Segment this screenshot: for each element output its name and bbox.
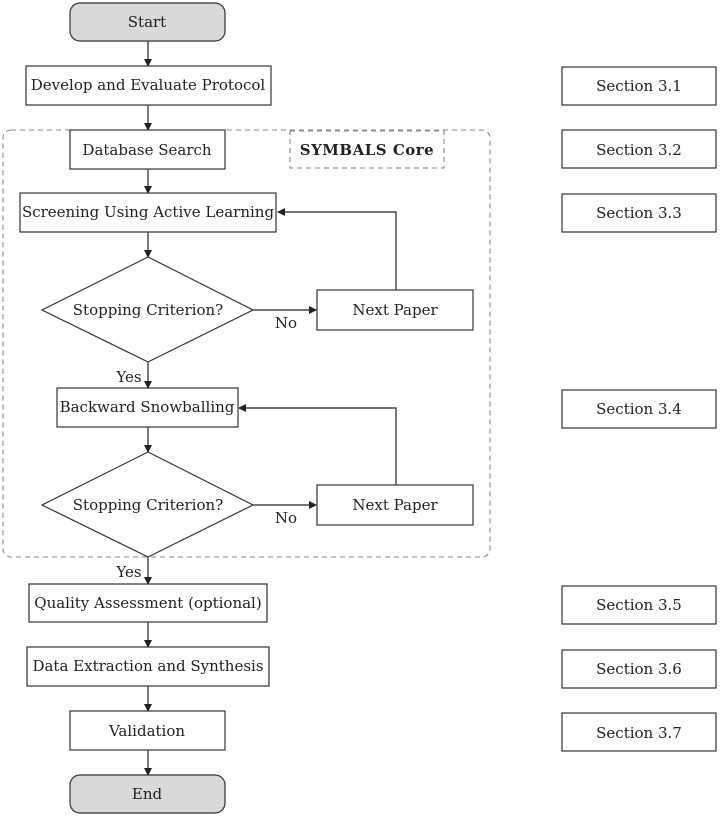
edge-next1-screening (277, 208, 397, 290)
end-node (69, 774, 226, 814)
edge-label-no-1: No (275, 314, 297, 332)
next-paper-1-label: Next Paper (352, 301, 438, 319)
section-3-1-label: Section 3.1 (596, 77, 682, 95)
protocol-node (25, 65, 272, 106)
section-3-3-box (561, 193, 717, 233)
snowballing-node (56, 387, 239, 428)
section-3-7-box (561, 712, 717, 752)
edge-label-yes-1: Yes (115, 368, 141, 386)
search-node (69, 129, 226, 170)
section-3-6-label: Section 3.6 (596, 660, 682, 678)
section-3-2-box (561, 129, 717, 169)
section-3-4-box (561, 389, 717, 429)
start-node (69, 2, 226, 42)
search-node-label: Database Search (82, 141, 211, 159)
symbals-core-label-box (289, 130, 445, 169)
stopping-criterion-2-node (40, 451, 255, 558)
section-3-1-box (561, 66, 717, 106)
snowballing-node-label: Backward Snowballing (60, 398, 235, 416)
next-paper-2-node (316, 484, 474, 526)
section-3-4-label: Section 3.4 (596, 400, 682, 418)
quality-assessment-node (28, 583, 268, 623)
section-3-2-label: Section 3.2 (596, 141, 682, 159)
screening-node (19, 192, 277, 233)
stopping-criterion-2-label: Stopping Criterion? (73, 496, 223, 514)
section-3-6-box (561, 649, 717, 689)
next-paper-1-node (316, 289, 474, 331)
start-node-label: Start (128, 13, 166, 31)
stopping-criterion-1-node (40, 256, 255, 363)
screening-node-label: Screening Using Active Learning (22, 203, 275, 221)
edge-label-no-2: No (275, 509, 297, 527)
end-node-label: End (132, 785, 163, 803)
section-3-3-label: Section 3.3 (596, 204, 682, 222)
section-3-7-label: Section 3.7 (596, 724, 682, 742)
stopping-criterion-1-label: Stopping Criterion? (73, 301, 223, 319)
quality-assessment-label: Quality Assessment (optional) (34, 594, 261, 612)
section-3-5-box (561, 585, 717, 625)
symbals-core-label: SYMBALS Core (300, 141, 434, 159)
next-paper-2-label: Next Paper (352, 496, 438, 514)
validation-node-label: Validation (108, 722, 185, 740)
protocol-node-label: Develop and Evaluate Protocol (31, 76, 266, 94)
symbals-core-region (2, 129, 491, 558)
data-extraction-node (26, 646, 270, 687)
section-3-5-label: Section 3.5 (596, 596, 682, 614)
edge-next2-snowball (238, 404, 397, 485)
edge-label-yes-2: Yes (115, 563, 141, 581)
data-extraction-label: Data Extraction and Synthesis (32, 657, 263, 675)
validation-node (69, 710, 226, 751)
